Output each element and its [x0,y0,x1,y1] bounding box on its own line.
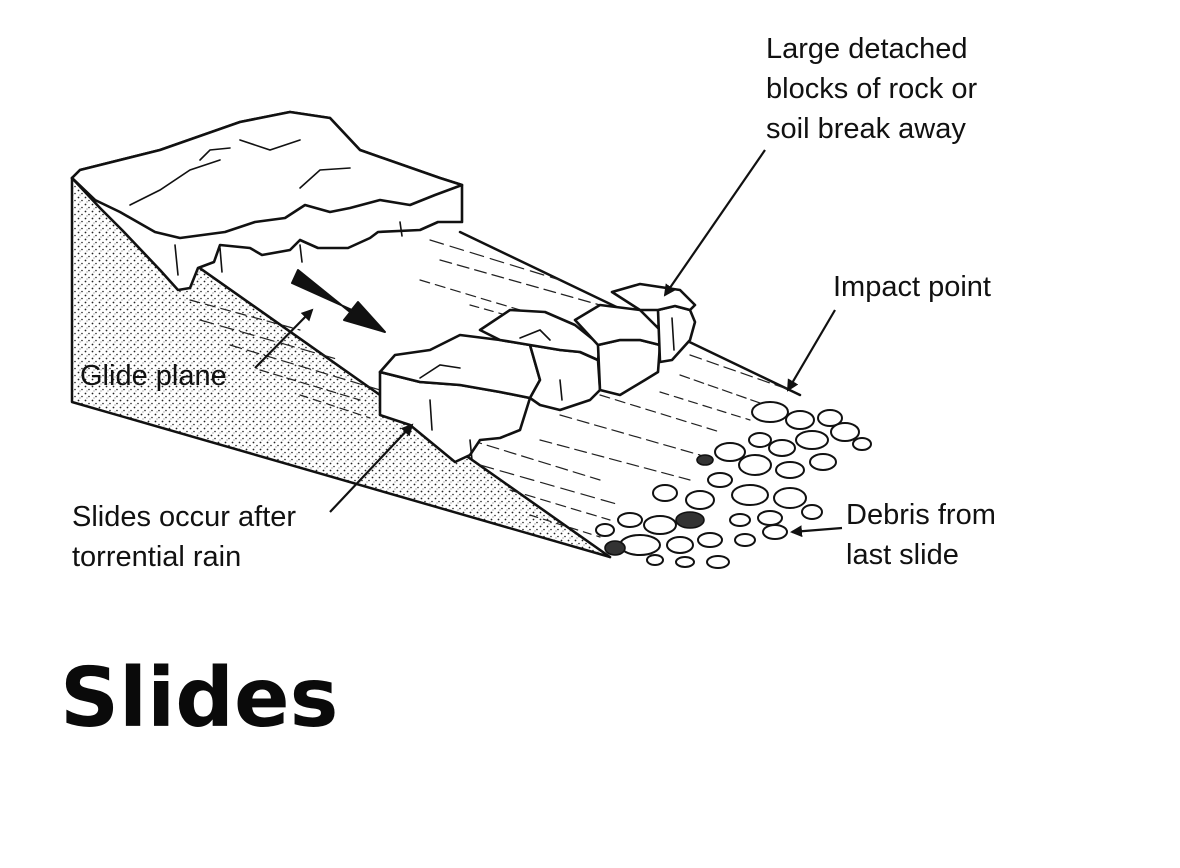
glide-plane-hatching [189,239,791,538]
label-pointers [254,149,843,538]
detached-blocks-line-2: blocks of rock or [766,73,977,105]
label-detached-blocks: Large detached blocks of rock or soil br… [766,33,977,145]
slides-occur-line-2: torrential rain [72,541,241,573]
label-impact-point: Impact point [833,271,991,303]
label-slides-occur: Slides occur after torrential rain [72,501,296,573]
detached-blocks-line-1: Large detached [766,33,968,65]
detached-block-2 [478,308,602,412]
slide-direction-arrow [291,269,386,333]
page-title: Slides [60,651,338,746]
label-debris: Debris from last slide [846,499,996,571]
upper-rock-plateau [70,110,464,292]
slides-occur-line-1: Slides occur after [72,501,296,533]
label-glide-plane: Glide plane [80,360,227,392]
debris-pile [595,401,872,569]
debris-line-2: last slide [846,539,959,571]
detached-blocks-line-3: soil break away [766,113,966,145]
debris-line-1: Debris from [846,499,996,531]
